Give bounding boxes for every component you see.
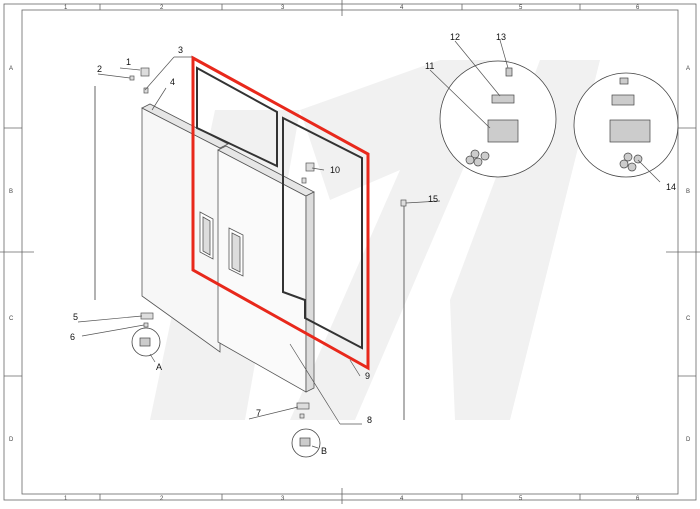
- detail-label-a: A: [156, 362, 162, 372]
- row-label-left: D: [9, 437, 14, 443]
- highlight-outline: [191, 55, 370, 371]
- leader-lines: [77, 39, 661, 449]
- callout-14: 14: [666, 182, 676, 192]
- hinge-part-10: [305, 162, 315, 172]
- detail-parts: [139, 67, 651, 447]
- detail-circle-hinge-left: [439, 60, 557, 178]
- callout-10: 10: [330, 165, 340, 175]
- col-label-bottom: 4: [400, 496, 404, 502]
- frame-labels: 1 2 3 4 5 6 1 2 3 4 5 6 A B C D A B C D: [9, 5, 691, 502]
- row-label-left: A: [9, 66, 13, 72]
- bolt-part-7: [299, 413, 305, 419]
- col-label-bottom: 1: [64, 496, 68, 502]
- col-label-top: 6: [636, 5, 640, 11]
- row-label-right: A: [686, 66, 690, 72]
- col-label-bottom: 3: [281, 496, 285, 502]
- callout-5: 5: [73, 312, 78, 322]
- callout-1: 1: [126, 57, 131, 67]
- row-label-left: B: [9, 189, 13, 195]
- callout-15: 15: [428, 194, 438, 204]
- callout-8: 8: [367, 415, 372, 425]
- callout-labels: 1 2 3 4 5 6 7 8 9 10 11 12 13 14 15 A B: [70, 32, 676, 456]
- col-label-top: 5: [519, 5, 523, 11]
- callout-4: 4: [170, 77, 175, 87]
- bolt-part-10: [301, 177, 307, 184]
- bolt-part-3: [143, 87, 149, 94]
- vertical-seals: [94, 86, 405, 420]
- bracket-part-5: [140, 312, 154, 320]
- callout-3: 3: [178, 45, 183, 55]
- col-label-bottom: 5: [519, 496, 523, 502]
- row-label-left: C: [9, 316, 14, 322]
- col-label-top: 3: [281, 5, 285, 11]
- col-label-top: 2: [160, 5, 164, 11]
- row-label-right: C: [686, 316, 691, 322]
- col-label-bottom: 2: [160, 496, 164, 502]
- callout-11: 11: [425, 61, 434, 71]
- door-gasket: [196, 66, 363, 350]
- callout-13: 13: [496, 32, 506, 42]
- small-hardware: [129, 67, 407, 419]
- callout-12: 12: [450, 32, 460, 42]
- hinge-part-1: [140, 67, 150, 77]
- seal-end-top: [400, 199, 407, 207]
- callout-7: 7: [256, 408, 261, 418]
- row-label-right: D: [686, 437, 691, 443]
- bolt-part-2: [129, 75, 135, 81]
- bolt-part-6: [143, 322, 149, 328]
- col-label-top: 1: [64, 5, 68, 11]
- callout-2: 2: [97, 64, 102, 74]
- left-door-panel: [141, 103, 229, 353]
- col-label-top: 4: [400, 5, 404, 11]
- callout-6: 6: [70, 332, 75, 342]
- row-label-right: B: [686, 189, 690, 195]
- col-label-bottom: 6: [636, 496, 640, 502]
- bracket-part-7: [296, 402, 310, 410]
- callout-9: 9: [365, 371, 370, 381]
- detail-label-b: B: [321, 446, 327, 456]
